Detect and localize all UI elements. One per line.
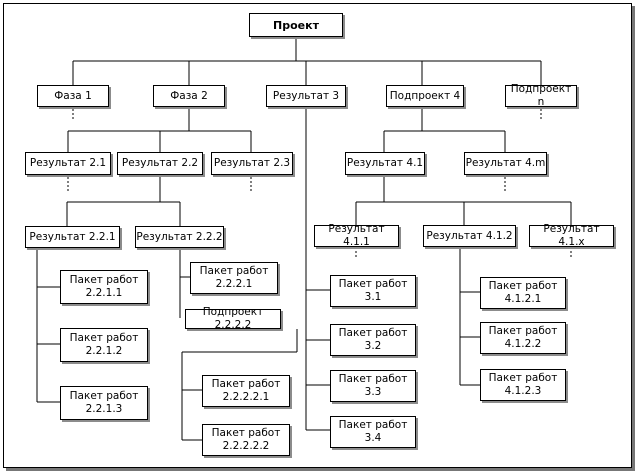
work-package-code: 4.1.2.1 [504,293,542,305]
work-package-title: Пакет работ [69,390,139,402]
connector-r41-children [355,175,572,225]
work-package-title: Пакет работ [338,373,408,385]
connector-result3-packages [305,107,330,431]
result-4-1-node: Результат 4.1 [345,152,425,175]
result-4-1-1-label: Результат 4.1.1 [328,223,385,248]
connector-sub2222-packages [181,329,298,441]
result-2-3-node: Результат 2.3 [211,152,293,175]
work-package-code: 3.1 [364,291,382,303]
phase-1-node: Фаза 1 [37,85,109,107]
result-2-2-1-node: Результат 2.2.1 [25,226,120,248]
subproject-4-label: Подпроект 4 [389,89,461,102]
connector-phase2-results [67,107,252,152]
phase-1-label: Фаза 1 [54,89,92,102]
work-package-title: Пакет работ [338,278,408,290]
subproject-2-2-2-2-label: Подпроект 2.2.2.2 [202,306,264,331]
connector-r412-packages [459,247,480,386]
root-project: Проект [249,13,343,37]
work-package-code: 4.1.2.3 [504,385,542,397]
work-package-code: 3.3 [364,386,382,398]
result-3-node: Результат 3 [266,85,346,107]
work-package-code: 3.2 [364,340,382,352]
phase-2-label: Фаза 2 [170,89,208,102]
connector-subproject4-results [383,107,506,152]
result-2-2-node: Результат 2.2 [117,152,203,175]
result-2-2-2-node: Результат 2.2.2 [135,226,224,248]
work-package-code: 2.2.1.1 [85,287,123,299]
work-package-code: 4.1.2.2 [504,338,542,350]
result-4-1-2-label: Результат 4.1.2 [426,229,513,242]
result-3-label: Результат 3 [272,89,340,102]
work-package-title: Пакет работ [488,280,558,292]
work-package-title: Пакет работ [69,274,139,286]
work-package-title: Пакет работ [338,419,408,431]
continuation-dots [67,109,572,258]
work-package-code: 2.2.2.2.1 [222,391,270,403]
result-4-m-node: Результат 4.m [464,152,547,175]
work-package-code: 2.2.2.2.2 [222,440,270,452]
work-package-code: 3.4 [364,432,382,444]
work-package-title: Пакет работ [211,427,281,439]
result-4-1-1-node: Результат 4.1.1 [314,223,399,248]
connector-r222-packages [179,248,190,318]
work-package-code: 2.2.1.2 [85,345,123,357]
result-2-1-label: Результат 2.1 [29,157,107,169]
work-package-code: 2.2.2.1 [215,278,253,290]
work-package-title: Пакет работ [338,327,408,339]
result-4-1-label: Результат 4.1 [346,157,424,169]
result-2-3-label: Результат 2.3 [213,157,291,169]
result-4-m-label: Результат 4.m [465,157,546,169]
work-package-title: Пакет работ [488,325,558,337]
result-2-2-2-label: Результат 2.2.2 [136,230,223,243]
result-4-1-x-node: Результат 4.1.x [529,223,614,248]
work-package-title: Пакет работ [69,332,139,344]
result-2-2-label: Результат 2.2 [121,157,199,169]
subproject-4-node: Подпроект 4 [386,85,464,107]
connector-r22-children [66,175,181,226]
subproject-n-node: Подпроект n [505,83,577,108]
work-package-title: Пакет работ [488,372,558,384]
result-2-1-node: Результат 2.1 [25,152,111,175]
work-package-code: 2.2.1.3 [85,403,123,415]
phase-2-node: Фаза 2 [153,85,225,107]
result-4-1-2-node: Результат 4.1.2 [423,225,516,247]
result-2-2-1-label: Результат 2.2.1 [29,230,116,243]
subproject-2-2-2-2-node: Подпроект 2.2.2.2 [185,306,281,331]
connector-r221-packages [36,248,60,403]
result-4-1-x-label: Результат 4.1.x [543,223,600,248]
work-package-title: Пакет работ [211,378,281,390]
connector-root-level1 [72,37,542,87]
subproject-n-label: Подпроект n [510,83,572,108]
work-package-title: Пакет работ [199,265,269,277]
root-project-label: Проект [273,18,319,32]
